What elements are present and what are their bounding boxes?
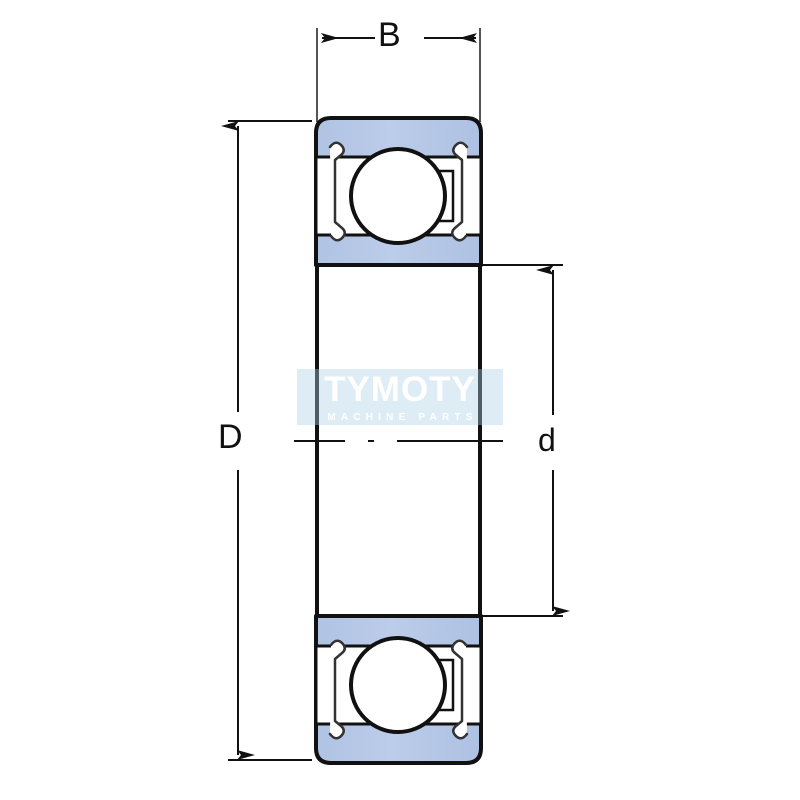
shield-lower-left <box>328 639 346 740</box>
rolling-ball-lower <box>349 636 447 734</box>
shield-upper-left <box>328 141 346 242</box>
shield-lower-right <box>451 639 469 740</box>
dimension-label-d: d <box>538 422 556 458</box>
shield-upper-right <box>451 141 469 242</box>
dimension-label-B: B <box>378 16 401 54</box>
bearing-upper-half <box>314 116 483 267</box>
dimension-D <box>221 120 312 761</box>
dimension-label-D: D <box>218 418 243 456</box>
dimension-B <box>316 28 481 122</box>
dimension-d <box>477 264 570 617</box>
bearing-lower-half <box>314 614 483 765</box>
rolling-ball-upper <box>349 147 447 245</box>
